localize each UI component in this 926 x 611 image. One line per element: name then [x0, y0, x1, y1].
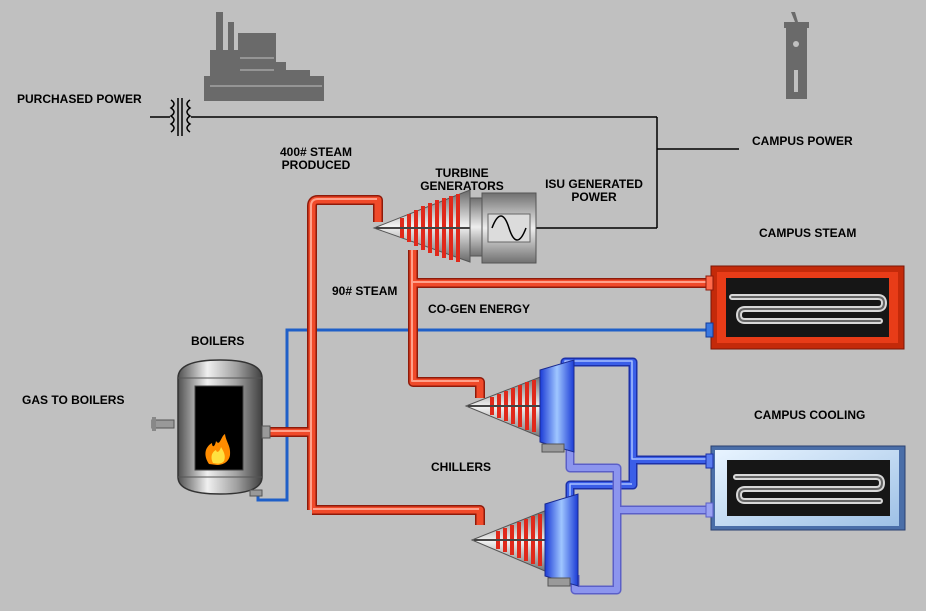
gas-to-boilers-label: GAS TO BOILERS	[22, 393, 125, 407]
chiller-2	[470, 493, 579, 587]
tower-door	[794, 70, 798, 92]
tower-clock	[793, 41, 799, 47]
isu-line1: ISU GENERATED	[545, 177, 643, 191]
steam-400-line2: PRODUCED	[281, 158, 351, 172]
power-plant-windows	[210, 57, 322, 87]
isu-line2: POWER	[571, 190, 617, 204]
flame-icon	[205, 434, 231, 465]
campus-tower-icon	[784, 12, 809, 99]
turbine-line2: GENERATORS	[420, 179, 504, 193]
campus-cooling-exchanger	[705, 445, 906, 531]
steam-400-label: 400# STEAM PRODUCED	[268, 146, 364, 172]
campus-cooling-label: CAMPUS COOLING	[754, 408, 866, 422]
steam-90-label: 90# STEAM	[332, 284, 398, 298]
power-plant-icon	[204, 12, 324, 101]
isu-generated-power-label: ISU GENERATED POWER	[540, 178, 648, 204]
campus-power-label: CAMPUS POWER	[752, 134, 853, 148]
steam-400-line1: 400# STEAM	[279, 145, 353, 159]
boilers-label: BOILERS	[191, 334, 245, 348]
condensate-return-pipe	[256, 328, 712, 502]
purchased-power-label: PURCHASED POWER	[17, 92, 142, 106]
power-lines	[191, 116, 739, 229]
turbine-generators-label: TURBINE GENERATORS	[410, 167, 514, 193]
turbine-generator	[372, 189, 537, 264]
transformer-icon	[150, 98, 192, 136]
boiler	[151, 359, 271, 497]
campus-steam-label: CAMPUS STEAM	[759, 226, 857, 240]
chilled-water-pipes	[560, 357, 712, 500]
turbine-line1: TURBINE	[435, 166, 489, 180]
chiller-1	[464, 359, 575, 453]
generator-sine-icon	[491, 215, 527, 241]
campus-steam-exchanger	[705, 265, 905, 350]
cogen-energy-label: CO-GEN ENERGY	[428, 302, 531, 316]
chillers-label: CHILLERS	[431, 460, 491, 474]
steam-pipes	[268, 195, 712, 525]
cooling-return-pipes	[565, 440, 712, 595]
